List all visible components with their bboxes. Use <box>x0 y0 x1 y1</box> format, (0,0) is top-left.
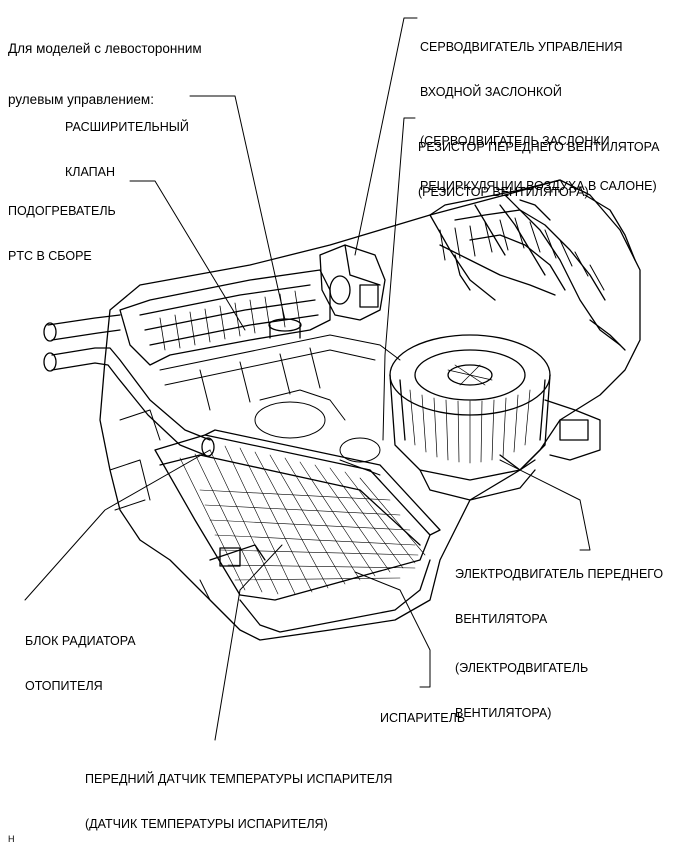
page-heading: Для моделей с левосторонним рулевым упра… <box>8 6 202 142</box>
label-blower-motor: ЭЛЕКТРОДВИГАТЕЛЬ ПЕРЕДНЕГО ВЕНТИЛЯТОРА (… <box>455 537 663 751</box>
label-ptc-heater-line-2: PTC В СБОРЕ <box>8 249 92 263</box>
label-blower-resistor-line-2: (РЕЗИСТОР ВЕНТИЛЯТОРА) <box>418 185 589 199</box>
label-blower-motor-line-4: ВЕНТИЛЯТОРА) <box>455 706 552 720</box>
label-expansion-valve-line-1: РАСШИРИТЕЛЬНЫЙ <box>65 120 189 134</box>
label-evap-temp-sensor-line-2: (ДАТЧИК ТЕМПЕРАТУРЫ ИСПАРИТЕЛЯ) <box>85 817 328 831</box>
housing-details <box>109 334 401 626</box>
label-blower-resistor-line-1: РЕЗИСТОР ПЕРЕДНЕГО ВЕНТИЛЯТОРА <box>418 140 660 154</box>
label-blower-resistor: РЕЗИСТОР ПЕРЕДНЕГО ВЕНТИЛЯТОРА (РЕЗИСТОР… <box>418 110 659 230</box>
label-ptc-heater-line-1: ПОДОГРЕВАТЕЛЬ <box>8 204 116 218</box>
label-inlet-servo: СЕРВОДВИГАТЕЛЬ УПРАВЛЕНИЯ ВХОДНОЙ ЗАСЛОН… <box>420 10 657 224</box>
label-expansion-valve: РАСШИРИТЕЛЬНЫЙ КЛАПАН <box>65 90 189 210</box>
heading-line-1: Для моделей с левосторонним <box>8 41 202 56</box>
blower-fan <box>389 334 601 501</box>
label-ptc-heater: ПОДОГРЕВАТЕЛЬ PTC В СБОРЕ <box>8 174 116 294</box>
label-blower-motor-line-2: ВЕНТИЛЯТОРА <box>455 612 548 626</box>
label-inlet-servo-line-4: РЕЦИРКУЛЯЦИИ ВОЗДУХА В САЛОНЕ) <box>420 179 657 193</box>
inlet-servo-motor <box>319 244 386 321</box>
ptc-heater-assembly <box>119 269 331 366</box>
evaporator-core <box>154 429 441 633</box>
label-evap-temp-sensor-line-1: ПЕРЕДНИЙ ДАТЧИК ТЕМПЕРАТУРЫ ИСПАРИТЕЛЯ <box>85 772 393 786</box>
label-inlet-servo-line-2: ВХОДНОЙ ЗАСЛОНКОЙ <box>420 85 562 99</box>
footer-mark: H <box>8 834 15 844</box>
heater-pipes <box>43 314 215 457</box>
duct-ribs <box>439 217 605 291</box>
label-inlet-servo-line-3: (СЕРВОДВИГАТЕЛЬ ЗАСЛОНКИ <box>420 134 610 148</box>
label-blower-motor-line-3: (ЭЛЕКТРОДВИГАТЕЛЬ <box>455 661 589 675</box>
housing-outline <box>99 179 641 641</box>
label-heater-radiator: БЛОК РАДИАТОРА ОТОПИТЕЛЯ <box>25 604 136 724</box>
label-blower-motor-line-1: ЭЛЕКТРОДВИГАТЕЛЬ ПЕРЕДНЕГО <box>455 567 664 581</box>
label-heater-radiator-line-2: ОТОПИТЕЛЯ <box>25 679 103 693</box>
label-evaporator-line-1: ИСПАРИТЕЛЬ <box>380 711 466 725</box>
label-heater-radiator-line-1: БЛОК РАДИАТОРА <box>25 634 136 648</box>
heading-line-2: рулевым управлением: <box>8 92 154 107</box>
label-expansion-valve-line-2: КЛАПАН <box>65 165 116 179</box>
label-inlet-servo-line-1: СЕРВОДВИГАТЕЛЬ УПРАВЛЕНИЯ <box>420 40 623 54</box>
label-evap-temp-sensor: ПЕРЕДНИЙ ДАТЧИК ТЕМПЕРАТУРЫ ИСПАРИТЕЛЯ (… <box>85 742 392 854</box>
leader-lines <box>24 17 591 741</box>
label-evaporator: ИСПАРИТЕЛЬ <box>380 681 465 756</box>
